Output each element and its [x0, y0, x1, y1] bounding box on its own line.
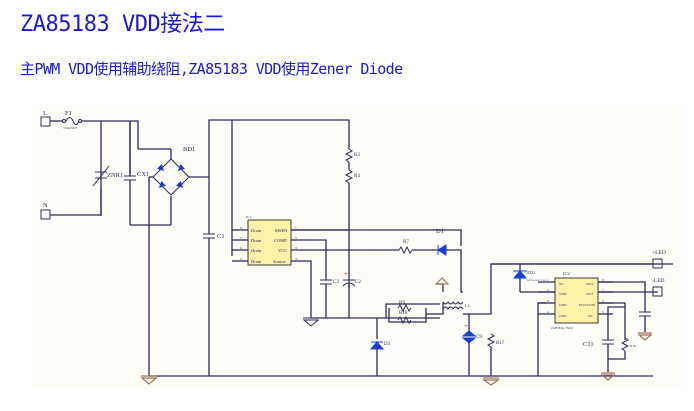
resistor-R7: R7 [398, 240, 413, 255]
resistor-R9: R9 [397, 301, 412, 313]
ground-symbol-c11 [600, 372, 616, 381]
ic2-pin-num: 6 [602, 299, 604, 303]
page-title: ZA85183 VDD接法二 [20, 12, 225, 37]
resistor-R9-label: R9 [399, 301, 405, 306]
ic2-pin-num: 1 [547, 278, 549, 282]
ic2-pin-name: NC [588, 314, 594, 318]
ic2-pin-name: NC [559, 282, 565, 286]
terminal-led-plus-label: +LED [652, 250, 666, 256]
terminal-N-label: N [43, 202, 48, 209]
ic-IC2-part: ZA85183A_TSO-6 [551, 327, 573, 330]
capacitor-C3-label: C3 [333, 280, 339, 285]
capacitor-C2: + C2 [342, 270, 361, 318]
ic1-pin-name: COMP [274, 238, 287, 243]
capacitor-C9-label: C9 [476, 335, 482, 340]
zener-ZD1-label: ZD1 [527, 270, 535, 275]
capacitor-C11-label: C11 [583, 341, 594, 348]
terminal-L-label: L [43, 110, 47, 117]
resistor-R3: R3 [344, 148, 360, 163]
inductor-L1: L1 [434, 264, 470, 315]
ground-symbol-main [140, 375, 158, 385]
terminal-N: N [40, 202, 51, 220]
resistor-R18: R18 [620, 337, 636, 352]
diode-D1-label: D1 [436, 228, 444, 235]
resistor-R4-label: R4 [354, 174, 360, 179]
terminal-led-minus-label: -LED [652, 278, 665, 284]
fuse-F1: F1 T1A250V [50, 110, 82, 130]
zener-ZD1: ZD1 BZV55C4V7-5V6 [512, 264, 546, 292]
ic1-pin-name: Drain [251, 238, 262, 243]
ic1-pin-num: 3 [295, 246, 297, 250]
capacitor-C1: C1 [203, 177, 225, 376]
diode-D1: D1 [436, 228, 447, 256]
ic2-pin-num: 7 [602, 288, 604, 292]
fuse-F1-value: T1A250V [63, 126, 78, 130]
capacitor-C11: C11 [583, 339, 614, 359]
resistor-R10-label: R10 [399, 311, 408, 316]
varistor-ZNR1: ZNR1 [92, 165, 123, 187]
inductor-L1-label: L1 [465, 303, 470, 308]
ground-symbol-primary [302, 317, 320, 327]
ic-IC1-label: IC1 [246, 215, 252, 219]
ic-IC1: IC1 8 7 6 5 Drain Drain Drain Drain MSEN… [232, 215, 297, 266]
terminal-led-plus: +LED [491, 250, 666, 269]
ic1-pin-name: VCC [278, 248, 287, 253]
ic2-pin-name: OUT [586, 292, 594, 296]
ic1-pin-num: 8 [240, 226, 242, 230]
ic2-pin-num: 4 [547, 310, 549, 314]
resistor-R4: R4 [344, 169, 360, 184]
ic2-pin-num: 3 [547, 299, 549, 303]
ic2-pin-name: GND [559, 303, 567, 307]
ic2-pin-name: VDD [559, 292, 567, 296]
schematic-diagram: L N F1 T1A250V ZNR1 CX1 [33, 104, 682, 388]
ic-IC2-label: IC2 [563, 271, 570, 276]
ic1-pin-name: Drain [251, 259, 262, 264]
bridge-rectifier-BD1: BD1 [138, 146, 209, 256]
fuse-F1-label: F1 [65, 110, 72, 117]
polarity-plus-icon: + [344, 270, 348, 278]
page-subtitle: 主PWM VDD使用辅助绕阻,ZA85183 VDD使用Zener Diode [20, 60, 403, 78]
resistor-R18-label: R18 [630, 344, 636, 348]
ground-symbol-secondary [482, 377, 500, 386]
resistor-R17: R17 [486, 333, 505, 348]
ic-IC2: IC2 ZA85183A_TSO-6 1 2 3 4 NC VDD GND GN… [538, 271, 613, 330]
resistor-R10: R10 [397, 311, 412, 325]
capacitor-C2-label: C2 [355, 280, 361, 285]
ic1-pin-name: Source [273, 259, 286, 264]
capacitor-CX1: CX1 [124, 121, 149, 225]
resistor-R17-label: R17 [496, 341, 505, 346]
zener-ZD1-value: BZV55C4V7-5V6 [527, 279, 546, 282]
ic2-pin-name: EN/CCOM [579, 303, 596, 307]
ic1-pin-num: 6 [240, 246, 242, 250]
ic1-pin-num: 7 [240, 236, 242, 240]
ic1-pin-name: Drain [251, 248, 262, 253]
polarity-plus-icon: + [464, 322, 468, 330]
ic1-pin-name: Drain [251, 228, 262, 233]
ic2-pin-num: 8 [602, 278, 604, 282]
terminal-L: L [40, 110, 51, 127]
diode-D3-label: D3 [384, 342, 391, 347]
ic2-pin-name: OUT [586, 282, 594, 286]
terminal-led-minus: -LED [652, 278, 665, 297]
capacitor-C3: C3 [320, 276, 339, 318]
capacitor-C1-label: C1 [217, 233, 225, 240]
diode-D3: D3 [369, 318, 391, 376]
ic1-pin-num: 5 [240, 257, 242, 261]
ic1-pin-num: 2 [295, 236, 297, 240]
capacitor-CX1-label: CX1 [137, 171, 149, 178]
output-capacitor [637, 292, 653, 341]
resistor-R3-label: R3 [354, 153, 360, 158]
ic2-pin-name: GND [559, 314, 567, 318]
ic1-pin-name: MSEN [275, 228, 288, 233]
ic1-pin-num: 1 [295, 226, 297, 230]
bridge-BD1-label: BD1 [183, 146, 195, 153]
ic2-pin-num: 5 [602, 310, 604, 314]
varistor-ZNR1-label: ZNR1 [107, 172, 123, 179]
capacitor-C9: + C9 [461, 314, 482, 376]
ic1-pin-num: 4 [295, 257, 297, 261]
resistor-R7-label: R7 [403, 240, 409, 245]
ic2-pin-num: 2 [547, 288, 549, 292]
